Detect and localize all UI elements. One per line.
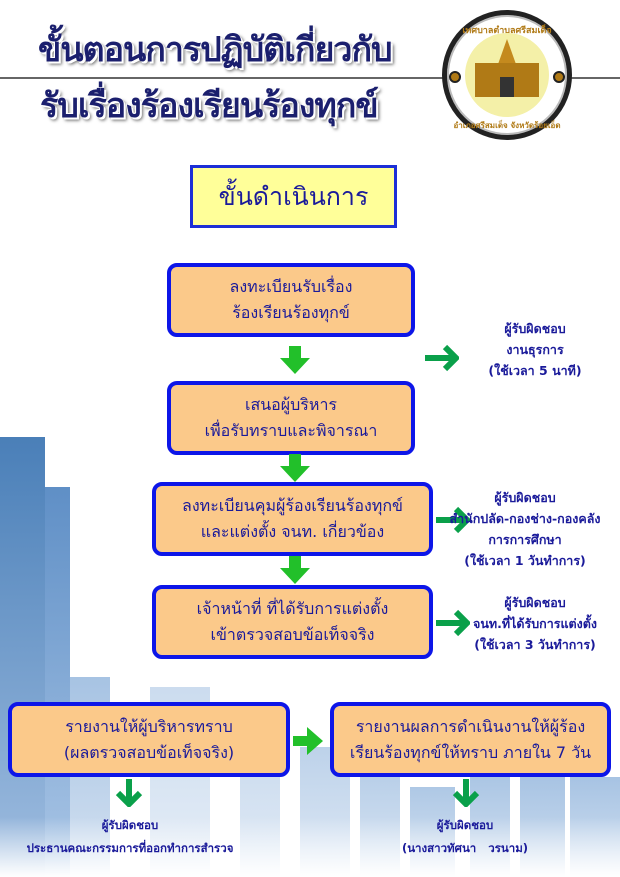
step-text: เพื่อรับทราบและพิจารณา: [204, 421, 378, 440]
arrow-down-icon: [115, 779, 143, 807]
title-line-2: รับเรื่องร้องเรียนร้องทุกข์: [40, 86, 379, 126]
step-propose-executive: เสนอผู้บริหารเพื่อรับทราบและพิจารณา: [167, 381, 415, 455]
step-text: ร้องเรียนร้องทุกข์: [232, 303, 350, 322]
note-line: ผู้รับผิดชอบ: [504, 321, 566, 336]
step-text: เจ้าหน้าที่ ที่ได้รับการแต่งตั้ง: [196, 599, 389, 618]
step-text: เรียนร้องทุกข์ให้ทราบ ภายใน 7 วัน: [349, 742, 592, 762]
note-line: (ใช้เวลา 3 วันทำการ): [474, 637, 596, 652]
responsible-note-2: ผู้รับผิดชอบ สำนักปลัด-กองช่าง-กองคลัง ก…: [440, 487, 610, 571]
municipality-logo: เทศบาลตำบลศรีสมเด็จ อำเภอศรีสมเด็จ จังหว…: [442, 10, 572, 140]
note-line: (ใช้เวลา 5 นาที): [488, 363, 582, 378]
step-text: ลงทะเบียนคุมผู้ร้องเรียนร้องทุกข์: [182, 496, 403, 515]
note-line: (นางสาวทัศนา วรนาม): [401, 841, 529, 855]
divider-line: [0, 77, 620, 79]
arrow-down-icon: [280, 346, 310, 374]
step-register-complaint: ลงทะเบียนรับเรื่องร้องเรียนร้องทุกข์: [167, 263, 415, 337]
step-text: และแต่งตั้ง จนท. เกี่ยวข้อง: [200, 522, 385, 541]
step-text: (ผลตรวจสอบข้อเท็จจริง): [63, 742, 235, 762]
arrow-down-icon: [452, 779, 480, 807]
note-line: (ใช้เวลา 1 วันทำการ): [464, 553, 586, 568]
note-line: ผู้รับผิดชอบ: [101, 818, 159, 832]
note-line: ผู้รับผิดชอบ: [436, 818, 494, 832]
step-investigate: เจ้าหน้าที่ ที่ได้รับการแต่งตั้งเข้าตรวจ…: [152, 585, 433, 659]
arrow-right-icon: [436, 609, 470, 637]
step-text: ลงทะเบียนรับเรื่อง: [229, 277, 353, 296]
arrow-down-icon: [280, 454, 310, 482]
step-report-complainant: รายงานผลการดำเนินงานให้ผู้ร้องเรียนร้องท…: [330, 702, 611, 777]
note-line: งานธุรการ: [506, 342, 564, 357]
responsible-note-1: ผู้รับผิดชอบ งานธุรการ (ใช้เวลา 5 นาที): [460, 318, 610, 381]
responsible-note-3: ผู้รับผิดชอบ จนท.ที่ได้รับการแต่งตั้ง (ใ…: [455, 592, 615, 655]
step-text: เข้าตรวจสอบข้อเท็จจริง: [210, 625, 375, 644]
step-text: รายงานให้ผู้บริหารทราบ: [65, 716, 233, 736]
step-text: รายงานผลการดำเนินงานให้ผู้ร้อง: [355, 716, 586, 736]
arrow-right-icon: [436, 506, 470, 534]
note-line: ประธานคณะกรรมการที่ออกทำการสำรวจ: [26, 841, 234, 855]
step-report-executive: รายงานให้ผู้บริหารทราบ (ผลตรวจสอบข้อเท็จจ…: [8, 702, 290, 777]
title-line-1: ขั้นตอนการปฏิบัติเกี่ยวกับ: [38, 30, 393, 70]
arrow-right-icon: [293, 727, 323, 755]
responsible-note-4: ผู้รับผิดชอบ ประธานคณะกรรมการที่ออกทำการ…: [0, 814, 260, 860]
note-line: การการศึกษา: [488, 532, 562, 547]
arrow-right-icon: [425, 344, 459, 372]
note-line: จนท.ที่ได้รับการแต่งตั้ง: [473, 616, 597, 631]
note-line: สำนักปลัด-กองช่าง-กองคลัง: [449, 511, 601, 526]
step-register-assign: ลงทะเบียนคุมผู้ร้องเรียนร้องทุกข์และแต่ง…: [152, 482, 433, 556]
logo-text-top: เทศบาลตำบลศรีสมเด็จ: [462, 26, 552, 36]
responsible-note-5: ผู้รับผิดชอบ (นางสาวทัศนา วรนาม): [380, 814, 550, 860]
section-title: ขั้นดำเนินการ: [190, 165, 397, 228]
note-line: ผู้รับผิดชอบ: [494, 490, 556, 505]
note-line: ผู้รับผิดชอบ: [504, 595, 566, 610]
logo-text-bottom: อำเภอศรีสมเด็จ จังหวัดร้อยเอ็ด: [453, 121, 561, 130]
arrow-down-icon: [280, 556, 310, 584]
step-text: เสนอผู้บริหาร: [244, 395, 338, 414]
